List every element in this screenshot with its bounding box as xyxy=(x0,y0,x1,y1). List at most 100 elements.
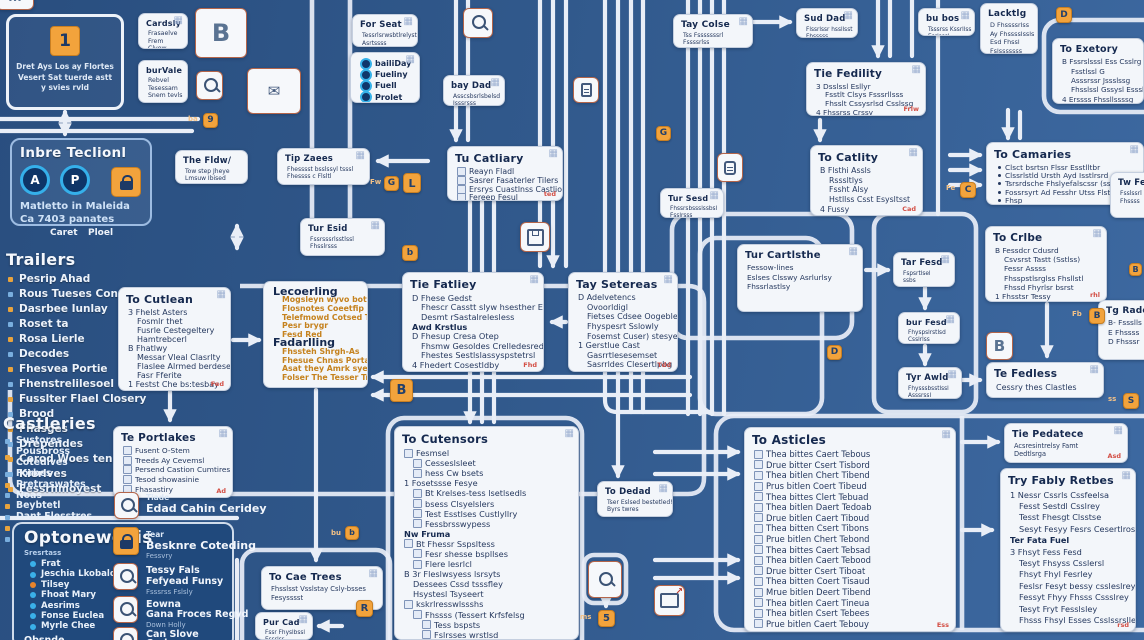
node-bu-bos[interactable]: bu bos▦Tsssrss KssrllssEsrlsssl xyxy=(918,8,975,36)
orange-D-icon[interactable]: D xyxy=(827,345,842,360)
dot-icon xyxy=(30,613,36,620)
list-item: Fhasges xyxy=(6,422,336,437)
letter-b-tile-icon[interactable]: B xyxy=(986,332,1013,360)
node-row: Fhsspstlsrglss Fhsllstl xyxy=(1004,273,1084,283)
start-badge-icon[interactable]: ··· xyxy=(0,0,34,10)
save-tile-icon[interactable] xyxy=(520,222,550,252)
node-title: To Exetory xyxy=(1060,44,1119,55)
orange-icon[interactable]: 9 xyxy=(203,113,218,128)
orange-b-small-icon[interactable]: b xyxy=(402,245,418,261)
node-te-fedless[interactable]: Te Fedless▦Cessry thes Clastles xyxy=(986,362,1104,398)
orange-B-edge-icon[interactable]: B xyxy=(1129,263,1142,276)
node-row: Fhasastiry xyxy=(121,484,228,494)
orange-b-panel-icon[interactable]: b xyxy=(345,526,359,540)
orange-G-icon[interactable]: G xyxy=(656,126,671,141)
orange-icon[interactable]: 5 xyxy=(598,610,615,627)
search-tile-icon[interactable] xyxy=(588,561,622,598)
label: Can Slove xyxy=(146,629,199,640)
node-start[interactable]: 1 Dret Ays Los ay Flortes Vesert Sat tue… xyxy=(6,14,124,110)
orange-D-icon[interactable]: D xyxy=(1056,7,1072,23)
document-tile-icon[interactable] xyxy=(573,77,599,103)
row-icon xyxy=(123,446,132,456)
orange-B-big-icon[interactable]: B xyxy=(390,379,413,402)
node-row: D Fhesup Cresa Otep xyxy=(412,331,499,342)
orange-L-icon[interactable]: L xyxy=(403,173,421,193)
orange-R-icon[interactable]: R xyxy=(356,600,373,617)
node-row: bsess Clsyelslers xyxy=(402,498,574,509)
orange-G-icon[interactable]: G xyxy=(384,176,399,191)
search-tile-row4-icon[interactable] xyxy=(113,627,138,640)
node-row: Fereep Fesul xyxy=(455,193,558,200)
node-row: Tesessam xyxy=(148,84,178,92)
envelope-tile-icon[interactable]: ✉ xyxy=(247,68,301,114)
row-icon xyxy=(360,79,372,92)
step-1-icon: 1 xyxy=(50,26,80,56)
node-try-fably-retbes[interactable]: Try Fably Retbes▦1 Nessr Cssrls Cssfeels… xyxy=(1000,468,1136,632)
node-title: Tg Radd xyxy=(1106,306,1144,316)
node-row: Fhsp xyxy=(994,196,1139,204)
search-tile-row0-icon[interactable] xyxy=(114,492,139,519)
row-icon xyxy=(457,184,466,194)
label: ba xyxy=(188,115,198,123)
node-row: Fslrsses wrstlsd xyxy=(402,630,574,639)
search-tile-icon[interactable] xyxy=(196,71,223,100)
node-row: Fhssrlastlsy xyxy=(747,281,791,291)
letter-b-tile-icon[interactable]: B xyxy=(195,8,247,58)
database-tile-icon[interactable] xyxy=(717,153,743,182)
row-icon xyxy=(413,499,422,509)
node-row: Thea bitlen Caert Tebood xyxy=(752,555,951,566)
status-flag: Ess xyxy=(936,621,949,629)
orange-S-icon[interactable]: S xyxy=(1123,393,1139,409)
node-row: Tesod showasinie xyxy=(121,475,228,485)
label: Tear xyxy=(146,530,164,539)
camera-share-tile-icon[interactable] xyxy=(654,585,685,616)
node-title: bay Dad xyxy=(451,81,492,91)
search-tile-row3-icon[interactable] xyxy=(113,596,138,623)
status-flag: rhl xyxy=(1089,291,1100,299)
node-tw-fesd-edge[interactable]: Tw FesdFsslssrlFhssss xyxy=(1110,172,1144,218)
search-tile-row2-icon[interactable] xyxy=(113,563,138,590)
orange-C-icon[interactable]: C xyxy=(960,182,976,198)
node-row: Fssr Fhyslbssl xyxy=(265,629,306,636)
node-to-dedad[interactable]: To Dedad▦Tser Eslsed bestetled!Byrs twre… xyxy=(597,481,673,517)
search-tile-icon[interactable] xyxy=(463,8,493,38)
lock-tile-row1-icon[interactable] xyxy=(113,527,139,555)
orange-B-right-icon[interactable]: B xyxy=(1089,308,1105,324)
label: Tessy Fals xyxy=(146,565,200,576)
